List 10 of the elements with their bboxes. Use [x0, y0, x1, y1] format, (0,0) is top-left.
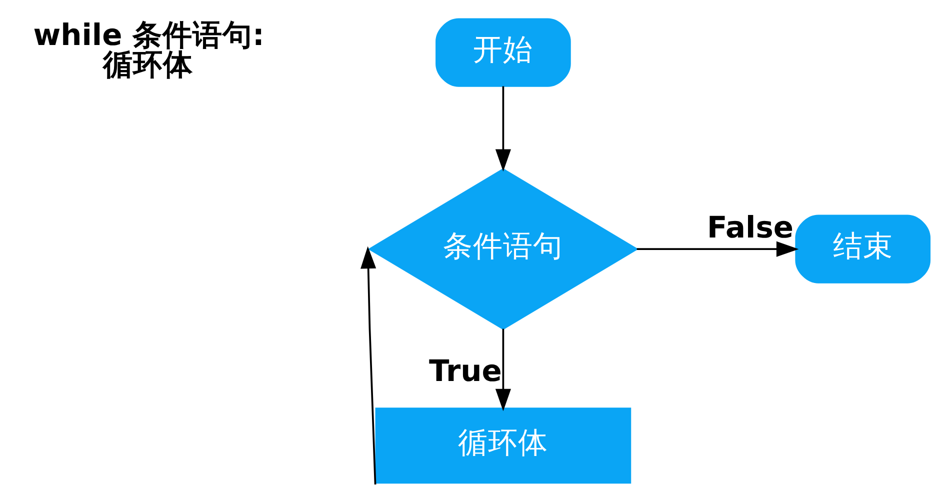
node-box: 开始 — [435, 18, 570, 87]
node-box: 循环体 — [374, 408, 631, 484]
node-diamond: 条件语句 — [367, 168, 638, 330]
arrow — [494, 86, 510, 172]
edge-label: False — [706, 210, 793, 245]
arrow — [636, 241, 798, 257]
arrow — [360, 246, 376, 485]
node-box: 结束 — [794, 214, 930, 284]
edge-label: True — [428, 353, 502, 388]
arrow — [494, 328, 510, 412]
